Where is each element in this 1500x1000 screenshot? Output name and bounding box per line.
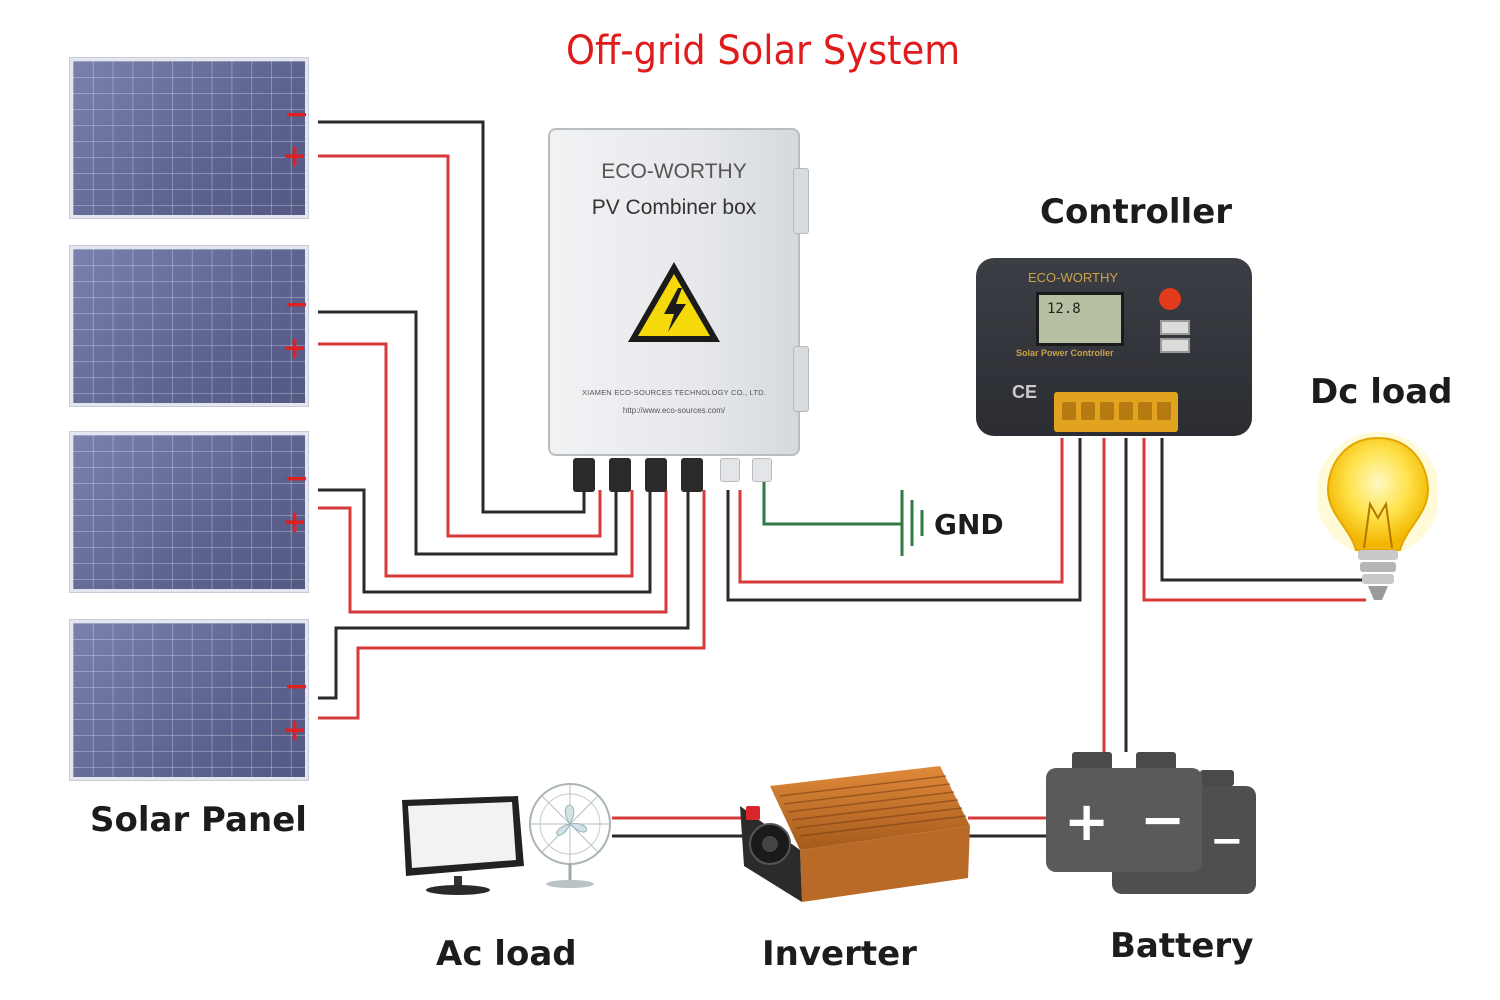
wire-panel-2-positive [318,342,634,578]
fan-icon [529,783,611,888]
terminal-screw [1062,402,1076,420]
combiner-connector [609,458,631,492]
ac-load-label: Ac load [436,934,577,974]
panel-1-plus: + [282,139,308,174]
wire-combiner-positive-out [738,438,1064,584]
usb-port [1160,320,1190,335]
battery-plus-sign: + [1064,790,1110,853]
solar-panel-2 [70,246,308,406]
battery-label: Battery [1110,926,1254,966]
diagram-title: Off-grid Solar System [566,28,961,74]
wire-panel-3-positive [318,490,668,614]
terminal-screw [1081,402,1095,420]
wire-panel-2-negative [318,310,618,556]
solar-panel-3 [70,432,308,592]
combiner-connector [681,458,703,492]
dc-load-label: Dc load [1310,372,1453,412]
inverter-icon [740,766,970,902]
wire-dc-load-negative [1160,438,1366,582]
controller-terminal-block [1054,392,1178,432]
wire-combiner-negative-out [726,438,1082,602]
combiner-brand: ECO-WORTHY [601,160,747,183]
gnd-label: GND [934,508,1004,541]
controller-lcd: 12.8 [1036,292,1124,346]
usb-port [1160,338,1190,353]
wire-dc-load-positive [1142,438,1366,602]
battery-back-minus-sign: − [1210,818,1244,864]
charge-controller: ECO-WORTHY 12.8 Solar Power Controller C… [976,258,1252,436]
terminal-screw [1119,402,1133,420]
controller-label: Controller [1040,192,1233,232]
wire-panel-3-negative [318,488,652,594]
battery-post [1136,752,1176,770]
battery-post [1072,752,1112,770]
controller-brand: ECO-WORTHY [1028,270,1119,285]
combiner-hinge-bottom [793,346,809,412]
terminal-screw [1138,402,1152,420]
panel-2-plus: + [282,331,308,366]
terminal-screw [1157,402,1171,420]
panel-4-plus: + [282,713,308,748]
solar-panel-4 [70,620,308,780]
lcd-reading: 12.8 [1047,301,1081,317]
wire-ground [762,482,902,526]
combiner-name: PV Combiner box [591,196,757,219]
combiner-website: http://www.eco-sources.com/ [622,406,726,415]
combiner-connector [573,458,595,492]
panel-2-minus: − [284,287,310,322]
wire-panel-1-positive [318,154,602,538]
panel-3-minus: − [284,461,310,496]
solar-panel-label: Solar Panel [90,800,307,840]
high-voltage-warning-icon [628,262,720,342]
controller-subtitle: Solar Power Controller [1016,348,1114,358]
panel-1-minus: − [284,97,310,132]
inverter-label: Inverter [762,934,917,974]
battery-minus-sign: − [1140,788,1186,851]
controller-power-button[interactable] [1159,288,1181,310]
combiner-maker: XIAMEN ECO-SOURCES TECHNOLOGY CO., LTD. [581,388,767,397]
panel-3-plus: + [282,505,308,540]
combiner-gland [752,458,772,482]
solar-panel-1 [70,58,308,218]
battery-post [1200,770,1234,786]
combiner-gland [720,458,740,482]
combiner-hinge-top [793,168,809,234]
light-bulb-icon [1318,432,1438,600]
panel-4-minus: − [284,669,310,704]
combiner-connector [645,458,667,492]
wire-panel-1-negative [318,120,586,514]
ce-mark: CE [1012,382,1038,402]
wire-panel-4-negative [318,490,690,700]
television-icon [402,796,524,895]
terminal-screw [1100,402,1114,420]
battery-front [1046,768,1202,872]
wire-panel-4-positive [318,490,706,720]
pv-combiner-box: ECO-WORTHY PV Combiner box XIAMEN ECO-SO… [548,128,800,456]
